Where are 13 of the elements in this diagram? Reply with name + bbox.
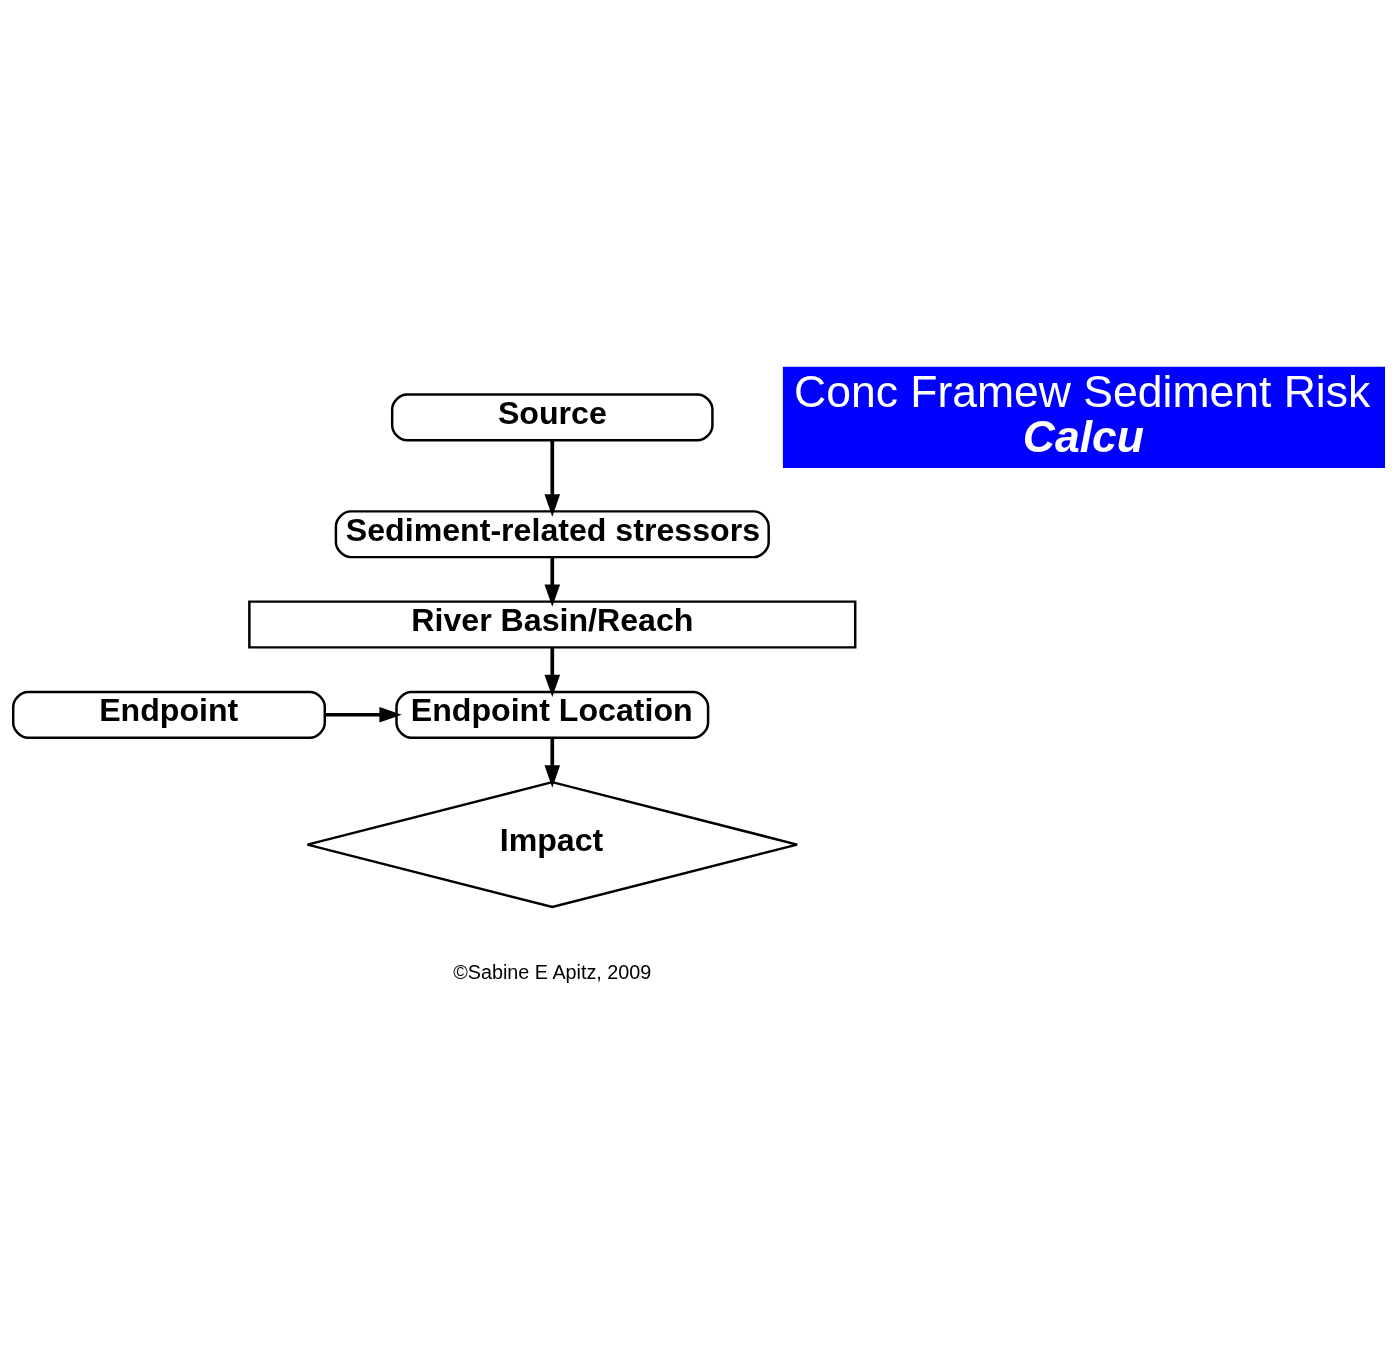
node-box: Source	[390, 392, 714, 441]
arrow	[325, 706, 402, 723]
node-box: Endpoint Location	[395, 690, 710, 739]
node-box: Sediment-related stressors	[334, 509, 770, 558]
arrow	[544, 556, 561, 607]
node-box: Conc Framew Sediment Risk Calcu	[782, 366, 1386, 468]
arrow	[544, 737, 561, 788]
label: ©Sabine E Apitz, 2009	[453, 960, 652, 982]
arrow	[544, 440, 561, 517]
node-box: Endpoint	[11, 690, 327, 739]
node-diamond: Impact	[306, 780, 799, 908]
node-box: River Basin/Reach	[248, 599, 857, 649]
arrow	[544, 646, 561, 697]
